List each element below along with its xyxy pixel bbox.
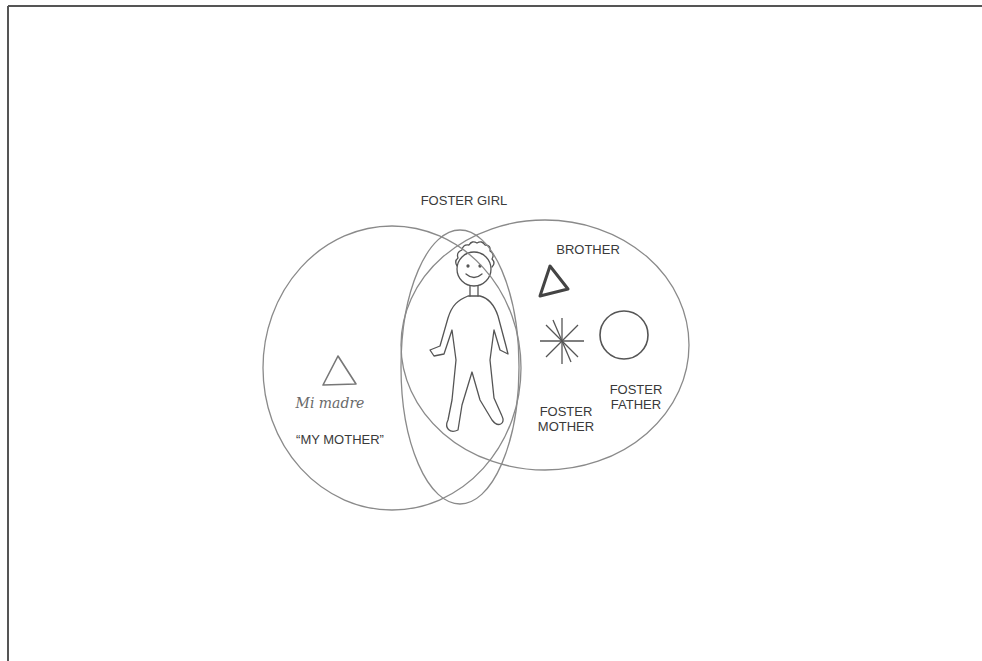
- page-border: [8, 6, 982, 661]
- ellipse-outline: [262, 225, 522, 511]
- member-label: FOSTER MOTHER: [530, 404, 602, 434]
- handwritten-label: Mi madre: [296, 396, 365, 411]
- ellipse-line: [401, 230, 519, 504]
- girl-ellipse: FOSTER GIRL: [400, 229, 520, 505]
- ellipse-line: [263, 226, 521, 510]
- foster-family-ellipse: BROTHER FOSTER MOTHERFOSTER FATHER: [400, 219, 690, 471]
- ellipse-line: [401, 220, 689, 470]
- mother-circle: Mi madre “MY MOTHER”: [262, 225, 522, 511]
- foster-mother-star: [540, 318, 584, 364]
- brother-triangle: [540, 266, 568, 296]
- heading-label: FOSTER GIRL: [421, 193, 508, 208]
- translation-label: “MY MOTHER”: [296, 432, 384, 447]
- member-label: BROTHER: [556, 242, 620, 257]
- foster-father-circle: [600, 311, 648, 359]
- ellipse-outline: [400, 229, 520, 505]
- mother-triangle: [323, 356, 356, 385]
- girl-figure: [430, 242, 508, 431]
- member-label: FOSTER FATHER: [603, 382, 669, 412]
